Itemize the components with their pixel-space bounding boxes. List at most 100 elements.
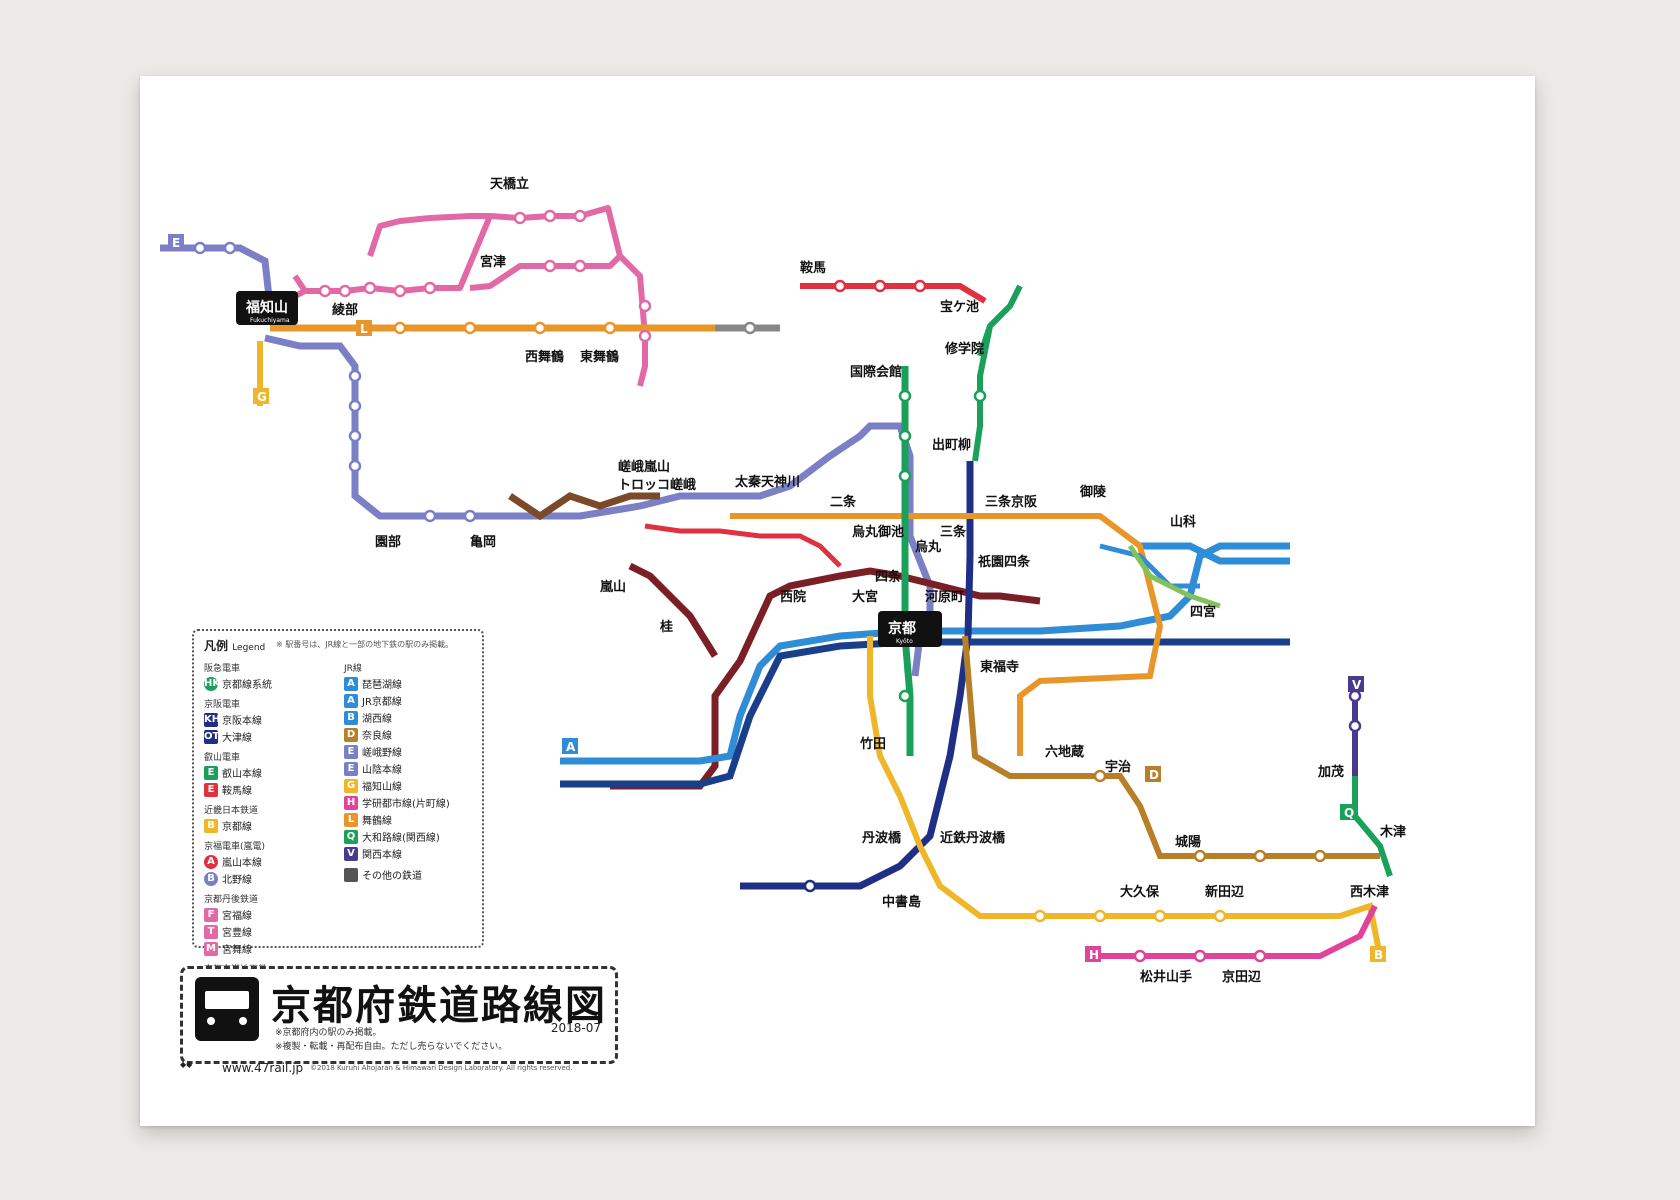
legend-item: E 叡山本線: [204, 765, 342, 780]
legend-label: 福知山線: [362, 782, 402, 793]
station-katsura[interactable]: 桂: [659, 619, 673, 635]
station-demachiyanagi[interactable]: 出町柳: [932, 437, 971, 453]
legend-badge: V: [344, 846, 358, 861]
legend-item: E 山陰本線: [344, 761, 482, 776]
station-ayabe[interactable]: 綾部: [332, 302, 358, 318]
legend-badge: A: [344, 693, 358, 708]
footer-url[interactable]: www.47rail.jp: [222, 1061, 304, 1075]
station-shugakuin[interactable]: 修学院: [944, 341, 984, 357]
legend-label: 叡山本線: [222, 769, 262, 780]
legend-label: 京阪本線: [222, 716, 262, 727]
station-shijo[interactable]: 四条: [875, 569, 902, 585]
miyafuku-line: [258, 205, 623, 317]
fukuchiyama-hub[interactable]: 福知山 Fukuchiyama: [236, 291, 298, 325]
station-takaragaike[interactable]: 宝ケ池: [940, 299, 979, 315]
station-karasuma[interactable]: 烏丸: [915, 539, 942, 555]
station-joyo[interactable]: 城陽: [1175, 834, 1201, 850]
legend-item: G 福知山線: [344, 778, 482, 793]
legend-badge: Q: [344, 829, 358, 844]
station-kokusaikaikan[interactable]: 国際会館: [850, 364, 902, 380]
svg-text:E: E: [172, 236, 180, 250]
station-uji[interactable]: 宇治: [1105, 759, 1131, 775]
station-nishimaizuru[interactable]: 西舞鶴: [525, 349, 564, 365]
saganno-line: [500, 422, 934, 677]
station-nijo[interactable]: 二条: [830, 494, 857, 510]
station-arashiyama[interactable]: 嵐山: [599, 579, 626, 595]
svg-text:L: L: [360, 322, 368, 336]
legend-badge: G: [344, 778, 358, 793]
station-misasagi[interactable]: 御陵: [1079, 484, 1107, 500]
station-shinomiya[interactable]: 四宮: [1190, 604, 1216, 620]
station-saiin[interactable]: 西院: [780, 589, 806, 605]
legend-label: 湖西線: [362, 714, 392, 725]
station-tofukuji[interactable]: 東福寺: [980, 659, 1019, 675]
station-okubo[interactable]: 大久保: [1120, 884, 1160, 900]
station-gion-shijo[interactable]: 祇園四条: [977, 554, 1031, 570]
fukuchiyama-name: 福知山: [245, 299, 288, 316]
station-kurama[interactable]: 鞍馬: [800, 260, 826, 276]
station-torokko-saga[interactable]: トロッコ嵯峨: [618, 477, 696, 493]
title-note-2: ※複製・転載・再配布自由。ただし売らないでください。: [275, 1042, 508, 1052]
station-chushojima[interactable]: 中書島: [882, 894, 921, 910]
legend-badge: E: [344, 761, 358, 776]
station-kamo[interactable]: 加茂: [1317, 764, 1344, 780]
station-omiya[interactable]: 大宮: [852, 589, 878, 605]
station-saga-arashiyama[interactable]: 嵯峨嵐山: [618, 459, 670, 475]
legend-item: その他の鉄道: [344, 867, 482, 882]
legend-label: 宮豊線: [222, 928, 252, 939]
legend-badge: E: [204, 765, 218, 780]
hankyu-arashiyama-line: [628, 562, 718, 658]
kyoto-hub[interactable]: 京都 Kyōto: [878, 611, 942, 647]
station-miyazu[interactable]: 宮津: [480, 254, 506, 270]
station-matsuiyamate[interactable]: 松井山手: [1140, 969, 1192, 985]
station-sanjo-keihan[interactable]: 三条京阪: [985, 494, 1038, 510]
footer-copyright: ©2018 Kuruhi Ahojaran & Himawari Design …: [310, 1064, 573, 1072]
svg-text:V: V: [1352, 678, 1362, 692]
legend-label: 嵐山本線: [222, 858, 262, 869]
legend-company: 京都丹後鉄道: [204, 895, 259, 905]
station-kawaramachi[interactable]: 河原町: [925, 589, 964, 605]
ishiyama-line: [1127, 544, 1221, 609]
station-shintanabe[interactable]: 新田辺: [1205, 884, 1244, 900]
legend-label: 大津線: [222, 733, 252, 744]
svg-text:D: D: [1149, 768, 1159, 782]
legend-label: 山陰本線: [362, 765, 402, 776]
station-yamashina[interactable]: 山科: [1170, 514, 1196, 530]
station-takeda[interactable]: 竹田: [859, 736, 886, 752]
station-kintetsu-tambabashi[interactable]: 近鉄丹波橋: [940, 830, 1006, 846]
legend-badge: A: [344, 676, 358, 691]
station-sonobe[interactable]: 園部: [375, 534, 401, 550]
station-amanohashidate[interactable]: 天橋立: [490, 176, 529, 192]
station-uzumasa[interactable]: 太秦天神川: [734, 474, 800, 490]
station-kameoka[interactable]: 亀岡: [470, 534, 496, 550]
station-kizu[interactable]: 木津: [1379, 824, 1406, 840]
station-higashimaizuru[interactable]: 東舞鶴: [580, 349, 619, 365]
station-nishiki[interactable]: 西木津: [1350, 884, 1389, 900]
legend-label: 舞鶴線: [362, 816, 392, 827]
station-kyotanabe[interactable]: 京田辺: [1222, 969, 1261, 985]
station-rokujizo[interactable]: 六地蔵: [1045, 744, 1084, 760]
legend-group: その他の鉄道: [344, 867, 482, 882]
publisher-logo: ◆◆: [180, 1060, 193, 1069]
station-sanjo[interactable]: 三条: [940, 524, 967, 540]
keishin-line: [1099, 543, 1200, 589]
biwako-line: [1140, 542, 1290, 565]
legend-label: 京都線: [222, 822, 252, 833]
line-badge-e: E: [168, 234, 184, 250]
station-karasuma-oike[interactable]: 烏丸御池: [852, 524, 904, 540]
station-tambabashi[interactable]: 丹波橋: [862, 830, 902, 846]
line-badge-d: D: [1145, 766, 1161, 782]
